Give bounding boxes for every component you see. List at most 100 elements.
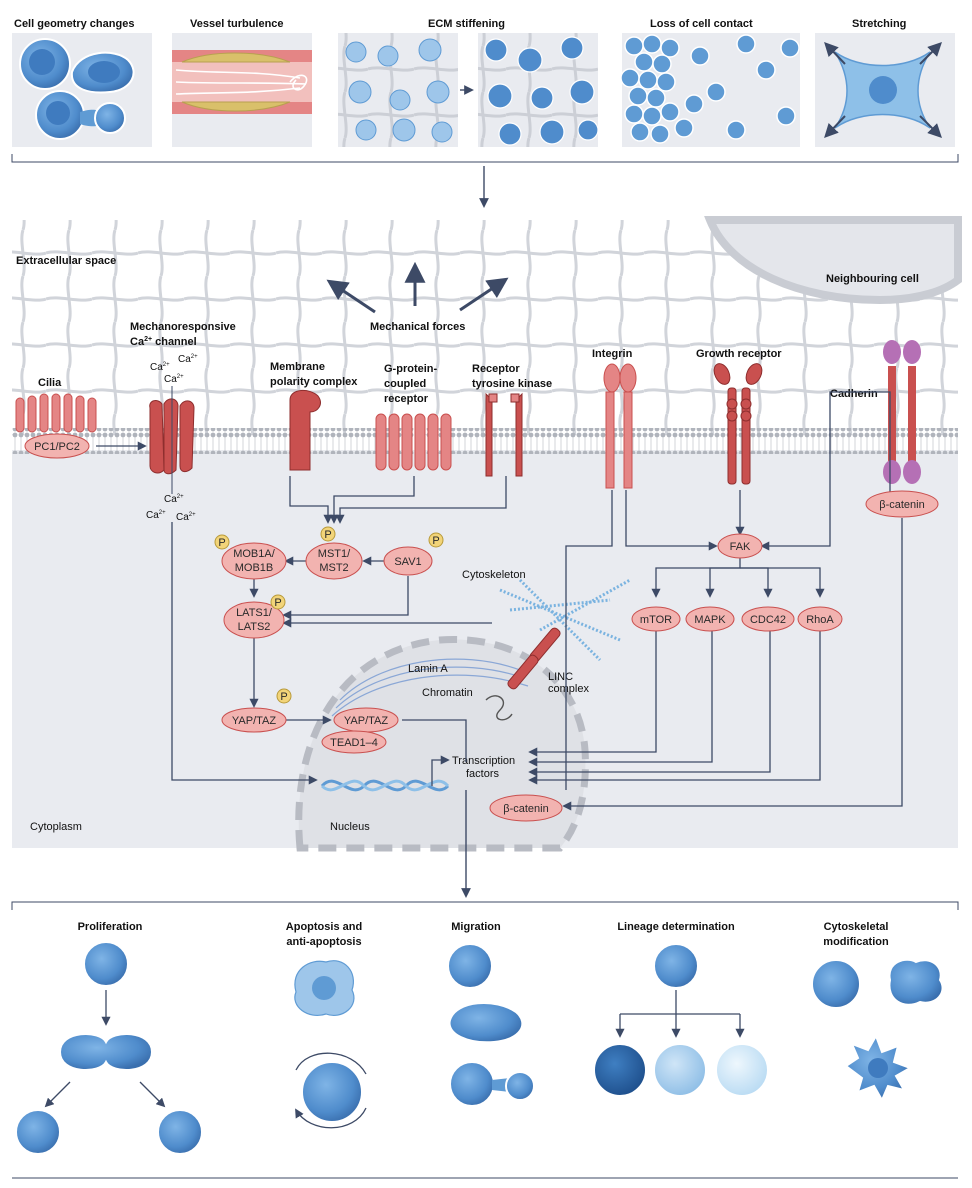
loss-contact-cells bbox=[620, 34, 800, 144]
proliferation-parent-cell-icon bbox=[83, 941, 129, 987]
proliferation-label: Proliferation bbox=[78, 921, 143, 933]
svg-text:P: P bbox=[432, 535, 439, 547]
svg-text:SAV1: SAV1 bbox=[394, 556, 421, 568]
bottom-bracket bbox=[11, 901, 959, 910]
stimulus-vessel-label: Vessel turbulence bbox=[190, 18, 284, 30]
lamin-a-lines bbox=[339, 658, 521, 701]
growth-receptor-icon bbox=[713, 363, 763, 485]
phospho-mst-icon bbox=[320, 526, 336, 542]
migration-round-cell-icon bbox=[447, 943, 493, 989]
stimuli-row: Cell geometry changes Vessel turbulence … bbox=[11, 18, 959, 208]
svg-text:β-catenin: β-catenin bbox=[503, 803, 548, 815]
cadherin-label: Cadherin bbox=[830, 388, 878, 400]
svg-text:P: P bbox=[274, 597, 281, 609]
membrane-polarity-complex-icon bbox=[289, 390, 321, 471]
gpcr-icon bbox=[375, 413, 452, 471]
svg-text:MST2: MST2 bbox=[319, 562, 348, 574]
cytoplasm-label: Cytoplasm bbox=[30, 821, 82, 833]
apoptosis-label: Apoptosis and bbox=[286, 921, 362, 933]
svg-text:coupled: coupled bbox=[384, 378, 426, 390]
svg-text:MAPK: MAPK bbox=[694, 614, 726, 626]
stimulus-cell-geometry-label: Cell geometry changes bbox=[14, 18, 134, 30]
rtk-icon bbox=[485, 392, 523, 477]
integrin-label: Integrin bbox=[592, 348, 633, 360]
svg-text:Ca2+: Ca2+ bbox=[176, 512, 196, 523]
growth-receptor-label: Growth receptor bbox=[696, 348, 782, 360]
migration-label: Migration bbox=[451, 921, 501, 933]
migration-elongated-cell-icon bbox=[448, 1002, 524, 1044]
lats-node bbox=[223, 601, 285, 639]
svg-text:Ca2+: Ca2+ bbox=[178, 354, 198, 365]
phospho-sav-icon bbox=[428, 532, 444, 548]
calcium-ions: Ca2+ Ca2+ Ca2+ Ca2+ Ca2+ Ca2+ bbox=[146, 354, 198, 523]
beta-catenin-nucleus-node bbox=[489, 794, 563, 822]
pathway-arrows bbox=[96, 391, 903, 898]
cytoskeletal-round-cell-icon bbox=[811, 959, 861, 1009]
svg-text:complex: complex bbox=[548, 683, 589, 695]
membrane-polarity-label: Membrane bbox=[270, 361, 325, 373]
tead-node bbox=[321, 730, 387, 754]
cilia-icon bbox=[15, 393, 97, 433]
phospho-lats-icon bbox=[270, 594, 286, 610]
cytoskeletal-irregular-cell-icon bbox=[888, 958, 944, 1006]
svg-text:RhoA: RhoA bbox=[806, 614, 834, 626]
daughter-cell-left-icon bbox=[15, 1109, 61, 1155]
integrin-icon bbox=[603, 363, 637, 489]
svg-text:FAK: FAK bbox=[730, 541, 751, 553]
svg-text:modification: modification bbox=[823, 936, 889, 948]
lamin-a-label: Lamin A bbox=[408, 663, 448, 675]
gpcr-label: G-protein- bbox=[384, 363, 437, 375]
daughter-cell-right-icon bbox=[157, 1109, 203, 1155]
svg-text:mTOR: mTOR bbox=[640, 614, 672, 626]
surviving-cell-icon bbox=[301, 1061, 363, 1123]
top-bracket bbox=[11, 154, 959, 163]
migration-blebbing-cell-icon bbox=[449, 1061, 495, 1107]
lineage-label: Lineage determination bbox=[617, 921, 735, 933]
stretch-arrows-icon bbox=[824, 41, 942, 139]
mechanoresponsive-label: Mechanoresponsive bbox=[130, 321, 236, 333]
neighbouring-cell-shape bbox=[704, 216, 962, 305]
cytoskeletal-label: Cytoskeletal bbox=[824, 921, 889, 933]
svg-text:P: P bbox=[218, 537, 225, 549]
svg-text:YAP/TAZ: YAP/TAZ bbox=[232, 715, 276, 727]
beta-catenin-membrane-node bbox=[865, 490, 939, 518]
mob1-node bbox=[221, 542, 287, 580]
pc1-pc2-node bbox=[24, 433, 90, 459]
mechanical-forces-label: Mechanical forces bbox=[370, 321, 465, 333]
outcomes-row: Proliferation Apoptosis and anti-apoptos… bbox=[11, 901, 959, 1179]
lineage-dark-cell-icon bbox=[593, 1043, 647, 1097]
yap-taz-cytoplasm-node bbox=[221, 707, 287, 733]
chromatin-icon bbox=[485, 695, 513, 721]
phospho-mob-icon bbox=[214, 534, 230, 550]
svg-text:receptor: receptor bbox=[384, 393, 429, 405]
mechanical-force-arrows bbox=[326, 261, 509, 314]
lineage-progenitor-cell-icon bbox=[653, 943, 699, 989]
cytoskeleton-label: Cytoskeleton bbox=[462, 569, 526, 581]
svg-text:LATS1/: LATS1/ bbox=[236, 607, 273, 619]
svg-text:P: P bbox=[280, 691, 287, 703]
svg-text:anti-apoptosis: anti-apoptosis bbox=[286, 936, 361, 948]
svg-text:Ca2+: Ca2+ bbox=[164, 374, 184, 385]
lineage-pale-cell-icon bbox=[715, 1043, 769, 1097]
svg-text:CDC42: CDC42 bbox=[750, 614, 786, 626]
linc-label: LINC bbox=[548, 671, 573, 683]
rhoa-node bbox=[797, 606, 843, 632]
nucleus-label: Nucleus bbox=[330, 821, 370, 833]
linc-complex-icon bbox=[507, 627, 561, 690]
pathway-nodes: PC1/PC2 MOB1A/ MOB1B MST1/ MST2 SAV1 LAT… bbox=[24, 433, 939, 822]
mtor-node bbox=[631, 606, 681, 632]
svg-text:PC1/PC2: PC1/PC2 bbox=[34, 441, 80, 453]
dividing-cell-icon bbox=[58, 1032, 154, 1072]
svg-text:MOB1B: MOB1B bbox=[235, 562, 274, 574]
flow-lines-icon bbox=[175, 69, 307, 95]
transcription-factors-label: Transcription bbox=[452, 755, 515, 767]
phosphate-badges: P P P P P bbox=[214, 526, 444, 704]
phospho-yap-icon bbox=[276, 688, 292, 704]
svg-text:polarity complex: polarity complex bbox=[270, 376, 358, 388]
cilia-label: Cilia bbox=[38, 377, 62, 389]
svg-text:P: P bbox=[324, 529, 331, 541]
stimulus-ecm-label: ECM stiffening bbox=[428, 18, 505, 30]
cadherin-icon bbox=[883, 340, 921, 484]
stimulus-stretching-label: Stretching bbox=[852, 18, 906, 30]
